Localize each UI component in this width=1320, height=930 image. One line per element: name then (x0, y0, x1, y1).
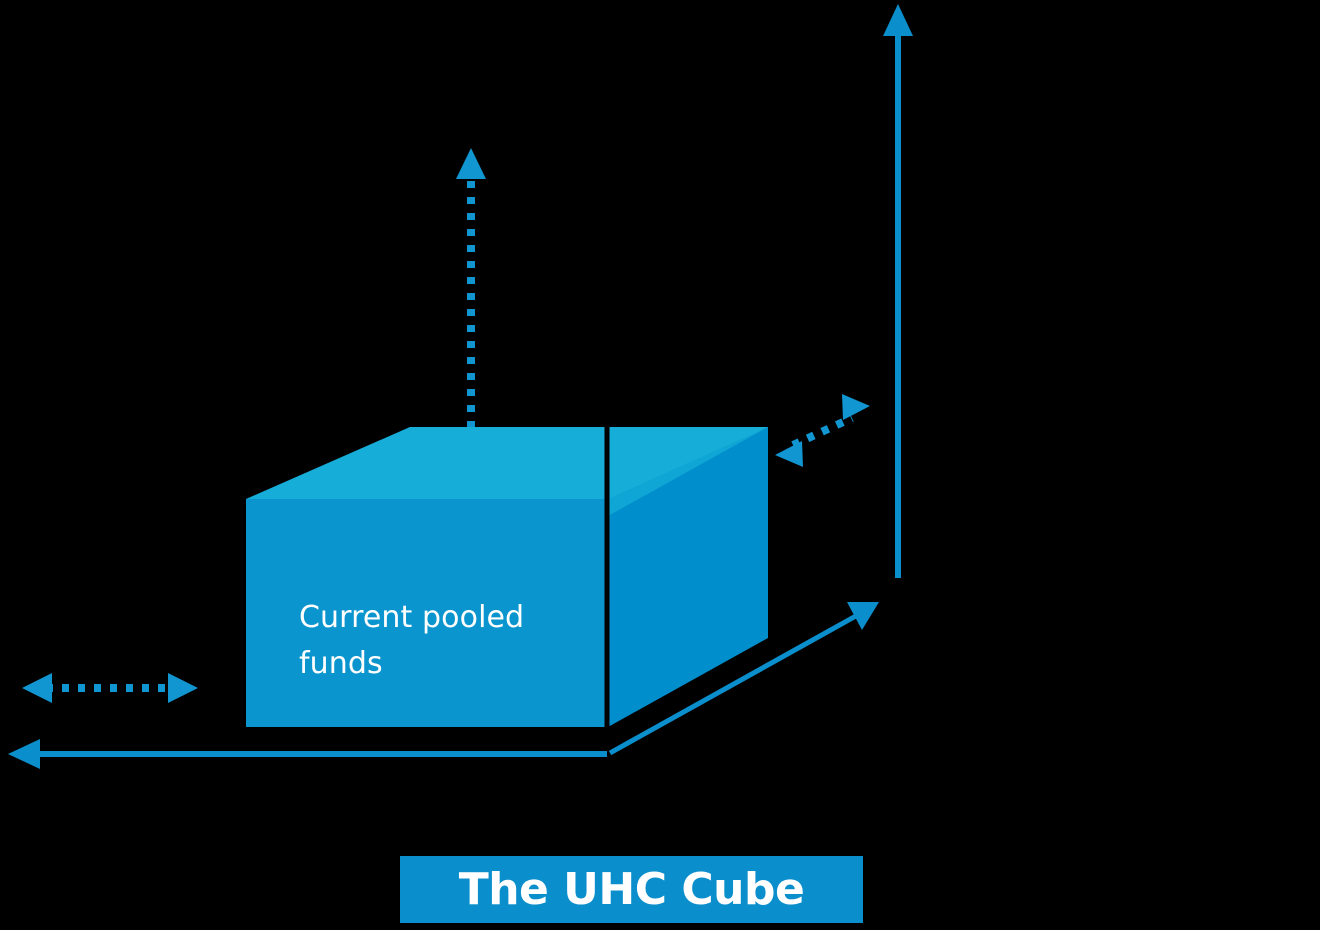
cube-front-face (246, 499, 608, 727)
diagram-title: The UHC Cube (458, 863, 805, 915)
horizontal-dotted-arrow-head-right (168, 673, 198, 703)
cube-label: Current pooled funds (299, 600, 525, 681)
diagonal-dotted-arrow-head-lower (775, 441, 803, 467)
horizontal-solid-axis-arrow-head (8, 739, 40, 769)
horizontal-solid-axis-arrow (8, 739, 607, 769)
uhc-cube (246, 427, 768, 730)
title-banner: The UHC Cube (400, 856, 863, 923)
vertical-dotted-arrow-head (456, 148, 486, 179)
diagonal-dotted-arrow-shaft (791, 414, 854, 449)
diagonal-solid-axis-arrow-head (847, 602, 879, 630)
diagonal-dotted-arrow (775, 394, 870, 467)
diagonal-solid-axis-arrow-shaft (608, 609, 865, 756)
horizontal-dotted-arrow-head-left (22, 673, 52, 703)
cube-top-face (246, 427, 768, 499)
horizontal-dotted-arrow (22, 673, 198, 703)
diagonal-solid-axis-arrow (608, 602, 879, 756)
vertical-solid-axis-arrow-head (883, 4, 913, 36)
cube-right-face (608, 427, 768, 727)
diagonal-dotted-arrow-head-upper (842, 394, 870, 420)
vertical-dotted-arrow (456, 148, 486, 428)
vertical-solid-axis-arrow (883, 4, 913, 578)
